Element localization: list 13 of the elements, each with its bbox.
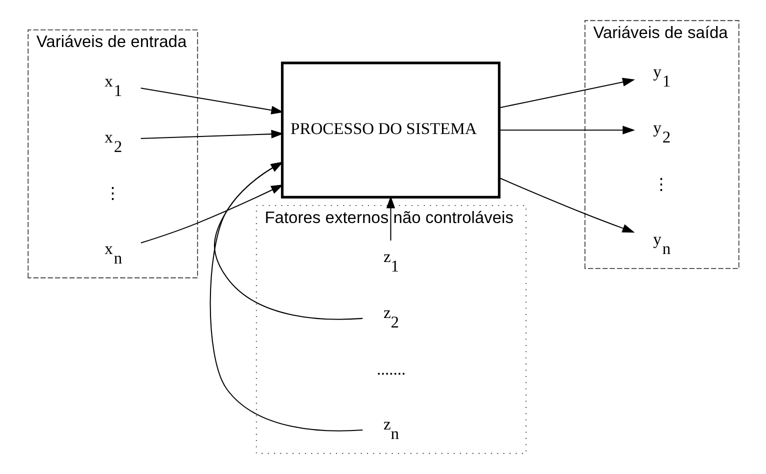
- arrow: [209, 162, 362, 432]
- arrow: [140, 88, 284, 114]
- node-text: ⋮: [104, 184, 122, 204]
- arrow: [214, 162, 362, 320]
- arrow: [498, 78, 635, 108]
- arrow: [386, 196, 395, 241]
- node-text: .......: [376, 360, 406, 379]
- arrow: [140, 130, 284, 139]
- node-box: PROCESSO DO SISTEMA: [280, 62, 500, 199]
- arrow: [498, 178, 634, 233]
- arrow: [140, 184, 283, 244]
- node-text: ⋮: [652, 174, 670, 194]
- arrow: [498, 126, 635, 134]
